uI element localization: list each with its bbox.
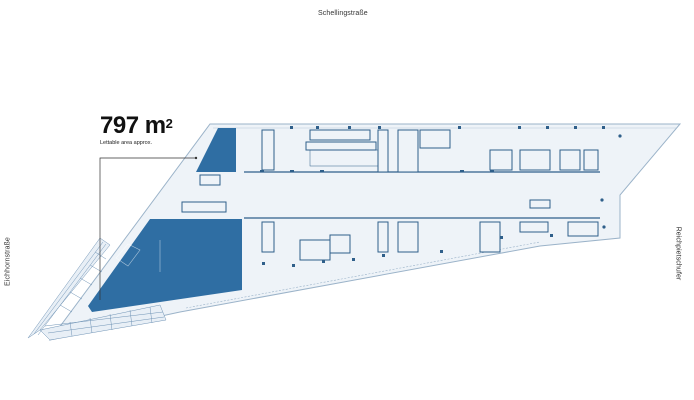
columns xyxy=(260,126,622,267)
area-subtitle: Lettable area approx. xyxy=(100,140,152,146)
area-value: 797 m2 xyxy=(100,112,173,139)
facade-lattice xyxy=(27,237,167,341)
area-number: 797 m xyxy=(100,112,166,139)
area-callout: 797 m2 Lettable area approx. xyxy=(100,112,173,147)
area-unit-superscript: 2 xyxy=(165,116,173,131)
street-label-schellingstrasse: Schellingstraße xyxy=(318,10,368,17)
leader-line xyxy=(99,157,196,300)
core-rooms xyxy=(181,129,599,213)
lettable-area-highlight xyxy=(88,128,242,312)
